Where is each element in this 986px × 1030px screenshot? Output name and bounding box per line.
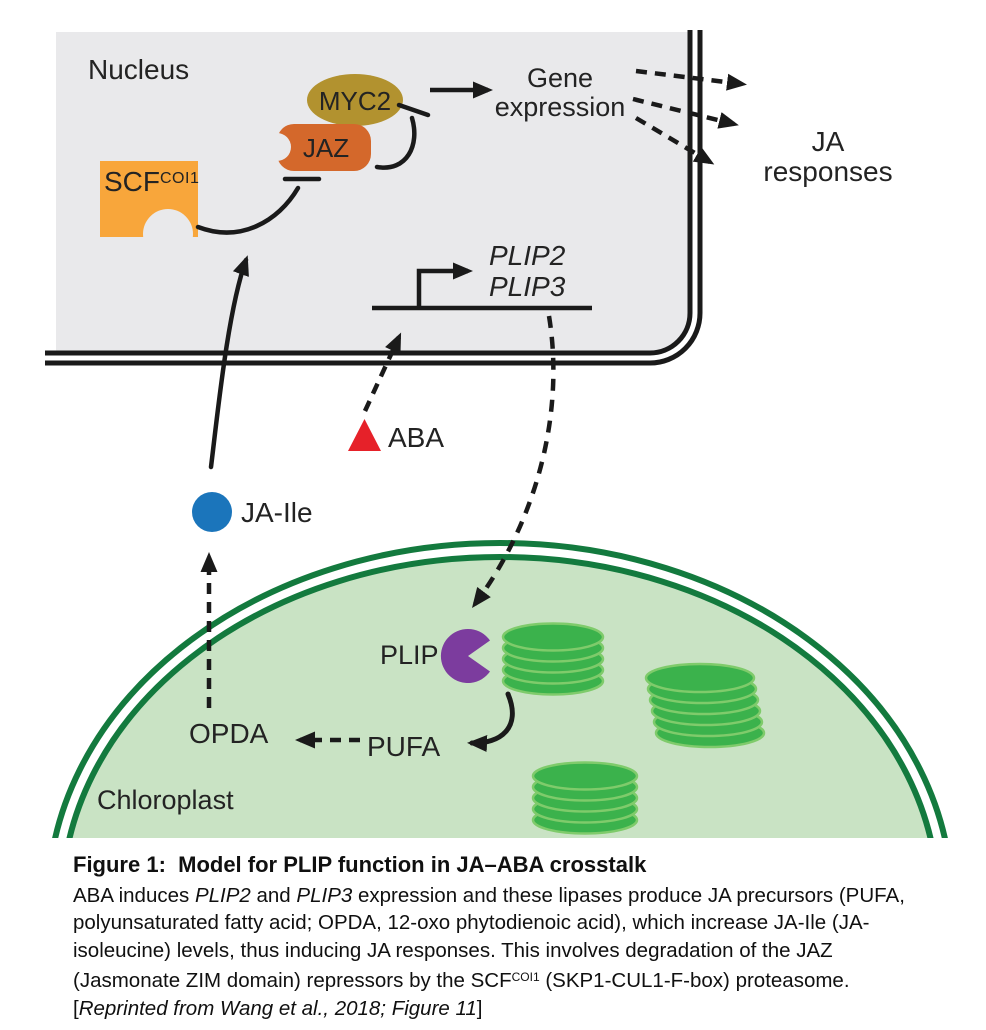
promoter-arrow xyxy=(416,262,473,308)
figure-caption: Figure 1: Model for PLIP function in JA–… xyxy=(73,851,963,1022)
ja-ile-dot xyxy=(192,492,232,532)
thylakoid-disc xyxy=(531,761,639,791)
caption-line-4: isoleucine) levels, thus inducing JA res… xyxy=(73,938,833,962)
thylakoid-disc xyxy=(644,662,756,694)
plip-pacman xyxy=(440,629,490,684)
caption-plip2-italic: PLIP2 xyxy=(194,883,251,907)
jaz-label: JAZ xyxy=(302,132,350,163)
tbar-scf-to-jaz xyxy=(195,185,301,235)
plip-genes-label: PLIP2 PLIP3 xyxy=(489,240,565,302)
plip3-gene-label: PLIP3 xyxy=(489,271,566,302)
pufa-label: PUFA xyxy=(367,731,441,762)
chloroplast xyxy=(52,540,948,838)
caption-scf-sup: COI1 xyxy=(511,970,540,984)
scf-label: SCFCOI1 xyxy=(104,166,200,197)
dashed-arrow-ja-response-3 xyxy=(634,116,715,165)
caption-bracket-open: [ xyxy=(73,996,79,1020)
scf-sup-text: COI1 xyxy=(160,170,200,187)
gene-expression-line1: Gene xyxy=(526,62,594,93)
caption-5a: (Jasmonate ZIM domain) repressors by the… xyxy=(73,969,512,992)
myc2-label: MYC2 xyxy=(318,85,392,116)
arrow-ja-ile-to-nucleus xyxy=(208,255,249,470)
myc2-shape xyxy=(307,74,403,126)
gene-expression-label: Gene expression xyxy=(494,62,626,122)
tbar-jaz-to-myc2-cap xyxy=(396,102,431,118)
thylakoid-disc xyxy=(501,622,605,652)
caption-line-3: polyunsaturated fatty acid; OPDA, 12-oxo… xyxy=(73,911,870,934)
ja-responses-line2: responses xyxy=(763,156,893,187)
ja-ile-label: JA-Ile xyxy=(241,497,313,528)
caption-title: Figure 1: Model for PLIP function in JA–… xyxy=(73,852,647,877)
nucleus-membrane-outer xyxy=(45,30,703,366)
dashed-arrow-gene-to-plip xyxy=(472,315,556,609)
gene-expression-line2: expression xyxy=(494,92,626,122)
plip2-gene-label: PLIP2 xyxy=(489,240,566,271)
jaz-notch xyxy=(263,133,291,161)
arrow-thylakoid-to-pufa xyxy=(467,691,515,753)
nucleus-membrane-inner xyxy=(45,30,693,356)
chloroplast-membrane-outer xyxy=(52,540,948,838)
dashed-arrow-ja-response-2 xyxy=(632,96,739,129)
ja-responses-label: JA responses xyxy=(763,125,893,187)
caption-2a: ABA induces xyxy=(73,883,195,907)
chloroplast-label: Chloroplast xyxy=(97,785,234,815)
nucleus-body xyxy=(56,32,688,351)
caption-line-2: ABA induces PLIP2 and PLIP3 expression a… xyxy=(73,882,963,910)
thylakoid-stack-1 xyxy=(501,622,605,696)
nucleus-label: Nucleus xyxy=(88,54,190,85)
caption-reprint-text: Reprinted from Wang et al., 2018; Figure… xyxy=(78,996,477,1020)
scf-notch xyxy=(143,209,193,259)
thylakoid-stack-3 xyxy=(531,761,639,835)
dashed-arrow-aba-to-promoter xyxy=(362,332,402,412)
scf-base-text: SCF xyxy=(104,166,160,197)
caption-bracket-close: ] xyxy=(476,996,483,1020)
caption-plip3-italic: PLIP3 xyxy=(296,883,353,907)
chloroplast-membrane-inner xyxy=(66,554,934,838)
tbar-jaz-to-myc2 xyxy=(374,115,417,170)
caption-5b: (SKP1-CUL1-F-box) proteasome. xyxy=(539,969,850,992)
figure-canvas xyxy=(45,30,948,838)
caption-reprint-line: [Reprinted from Wang et al., 2018; Figur… xyxy=(73,995,963,1023)
plip-label: PLIP xyxy=(380,640,439,670)
aba-label: ABA xyxy=(388,422,445,453)
jaz-shape xyxy=(277,124,371,171)
aba-triangle xyxy=(348,419,381,451)
opda-label: OPDA xyxy=(189,718,269,749)
thylakoid-stack-2 xyxy=(644,662,766,749)
ja-responses-line1: JA xyxy=(811,125,845,157)
caption-2b: and xyxy=(250,883,297,907)
caption-2c: expression and these lipases produce JA … xyxy=(352,883,905,907)
caption-line-5: (Jasmonate ZIM domain) repressors by the… xyxy=(73,964,963,995)
